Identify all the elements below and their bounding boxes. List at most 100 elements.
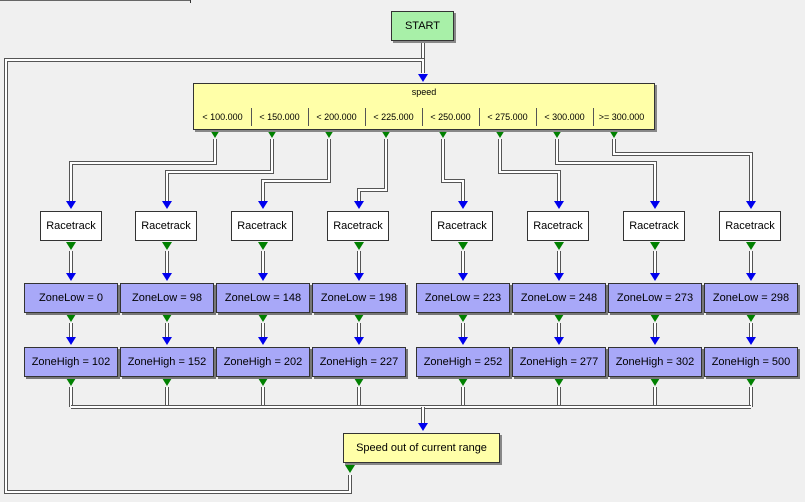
racetrack-exit-arrow-5 — [458, 242, 468, 250]
zone-low-entry-arrow-8 — [746, 273, 756, 281]
start-node[interactable]: START — [391, 11, 454, 41]
racetrack-node-3[interactable]: Racetrack — [231, 211, 293, 241]
out-of-range-node[interactable]: Speed out of current range — [343, 433, 500, 463]
zone-low-node-2[interactable]: ZoneLow = 98 — [120, 283, 214, 313]
zone-high-exit-arrow-6 — [554, 378, 564, 386]
branch-wire-7-core — [556, 139, 656, 201]
branch-wire-3-core — [262, 139, 330, 201]
zone-low-node-4[interactable]: ZoneLow = 198 — [312, 283, 406, 313]
zone-high-node-7[interactable]: ZoneHigh = 302 — [608, 347, 702, 377]
zone-high-node-2[interactable]: ZoneHigh = 152 — [120, 347, 214, 377]
zone-high-entry-arrow-5 — [458, 337, 468, 345]
racetrack-exit-arrow-6 — [554, 242, 564, 250]
case-label-4: < 225.000 — [365, 108, 423, 126]
speed-selector-node[interactable]: speed < 100.000 < 150.000 < 200.000 < 22… — [193, 83, 655, 130]
racetrack-node-5[interactable]: Racetrack — [431, 211, 493, 241]
racetrack-exit-arrow-2 — [162, 242, 172, 250]
branch-wire-4-core — [358, 139, 387, 201]
zone-low-node-5[interactable]: ZoneLow = 223 — [416, 283, 510, 313]
zone-low-entry-arrow-4 — [354, 273, 364, 281]
zone-low-entry-arrow-2 — [162, 273, 172, 281]
branch-wire-5-core — [442, 139, 464, 201]
case-label-5: < 250.000 — [422, 108, 480, 126]
zone-high-exit-arrow-8 — [746, 378, 756, 386]
out-of-range-entry-arrow — [418, 423, 428, 431]
racetrack-node-1[interactable]: Racetrack — [40, 211, 102, 241]
racetrack-node-4[interactable]: Racetrack — [327, 211, 389, 241]
zone-low-entry-arrow-1 — [66, 273, 76, 281]
case-arrow-3 — [324, 130, 334, 138]
racetrack-exit-arrow-1 — [66, 242, 76, 250]
racetrack-node-7[interactable]: Racetrack — [623, 211, 685, 241]
racetrack-exit-arrow-3 — [258, 242, 268, 250]
case-label-2: < 150.000 — [251, 108, 309, 126]
case-arrow-7 — [552, 130, 562, 138]
selector-entry-arrow — [418, 74, 428, 82]
zone-high-entry-arrow-7 — [650, 337, 660, 345]
branch-wire-6-core — [499, 139, 560, 201]
case-label-1: < 100.000 — [194, 108, 252, 126]
zone-low-entry-arrow-7 — [650, 273, 660, 281]
zone-high-entry-arrow-6 — [554, 337, 564, 345]
case-arrow-6 — [495, 130, 505, 138]
case-label-6: < 275.000 — [479, 108, 537, 126]
zone-high-entry-arrow-8 — [746, 337, 756, 345]
racetrack-exit-arrow-4 — [354, 242, 364, 250]
case-arrow-8 — [609, 130, 619, 138]
zone-high-exit-arrow-2 — [162, 378, 172, 386]
racetrack-entry-arrow-5 — [458, 201, 468, 209]
zone-high-entry-arrow-1 — [66, 337, 76, 345]
zone-high-entry-arrow-3 — [258, 337, 268, 345]
zone-low-exit-arrow-6 — [554, 314, 564, 322]
top-divider — [0, 0, 190, 1]
branch-wire-4-edge — [357, 139, 388, 201]
zone-high-exit-arrow-7 — [650, 378, 660, 386]
racetrack-node-2[interactable]: Racetrack — [135, 211, 197, 241]
case-label-7: < 300.000 — [536, 108, 594, 126]
branch-wire-5-edge — [441, 139, 465, 201]
zone-low-entry-arrow-6 — [554, 273, 564, 281]
racetrack-entry-arrow-7 — [650, 201, 660, 209]
racetrack-entry-arrow-2 — [162, 201, 172, 209]
zone-high-node-5[interactable]: ZoneHigh = 252 — [416, 347, 510, 377]
zone-low-node-3[interactable]: ZoneLow = 148 — [216, 283, 310, 313]
case-arrow-5 — [438, 130, 448, 138]
loop-back-wire-core — [5, 59, 424, 493]
zone-high-entry-arrow-2 — [162, 337, 172, 345]
zone-high-entry-arrow-4 — [354, 337, 364, 345]
racetrack-node-6[interactable]: Racetrack — [527, 211, 589, 241]
out-of-range-exit-arrow — [345, 465, 355, 473]
zone-low-entry-arrow-5 — [458, 273, 468, 281]
racetrack-entry-arrow-6 — [554, 201, 564, 209]
zone-low-node-8[interactable]: ZoneLow = 298 — [704, 283, 798, 313]
branch-wire-7-edge — [555, 139, 657, 201]
zone-low-exit-arrow-8 — [746, 314, 756, 322]
racetrack-node-8[interactable]: Racetrack — [719, 211, 781, 241]
zone-low-node-6[interactable]: ZoneLow = 248 — [512, 283, 606, 313]
racetrack-entry-arrow-3 — [258, 201, 268, 209]
case-arrow-4 — [381, 130, 391, 138]
zone-high-node-6[interactable]: ZoneHigh = 277 — [512, 347, 606, 377]
zone-high-node-4[interactable]: ZoneHigh = 227 — [312, 347, 406, 377]
top-tick-mark — [190, 0, 191, 3]
zone-low-entry-arrow-3 — [258, 273, 268, 281]
racetrack-exit-arrow-7 — [650, 242, 660, 250]
branch-wire-6-edge — [498, 139, 561, 201]
branch-wire-2-core — [166, 139, 273, 201]
zone-low-node-7[interactable]: ZoneLow = 273 — [608, 283, 702, 313]
zone-low-exit-arrow-5 — [458, 314, 468, 322]
zone-low-exit-arrow-3 — [258, 314, 268, 322]
zone-high-exit-arrow-1 — [66, 378, 76, 386]
zone-high-node-8[interactable]: ZoneHigh = 500 — [704, 347, 798, 377]
branch-wire-1-core — [70, 139, 216, 201]
racetrack-entry-arrow-8 — [746, 201, 756, 209]
zone-low-exit-arrow-7 — [650, 314, 660, 322]
zone-high-node-1[interactable]: ZoneHigh = 102 — [24, 347, 118, 377]
zone-low-node-1[interactable]: ZoneLow = 0 — [24, 283, 118, 313]
case-label-8: >= 300.000 — [598, 112, 645, 122]
zone-high-exit-arrow-5 — [458, 378, 468, 386]
zone-high-node-3[interactable]: ZoneHigh = 202 — [216, 347, 310, 377]
branch-wire-8-edge — [612, 139, 753, 201]
